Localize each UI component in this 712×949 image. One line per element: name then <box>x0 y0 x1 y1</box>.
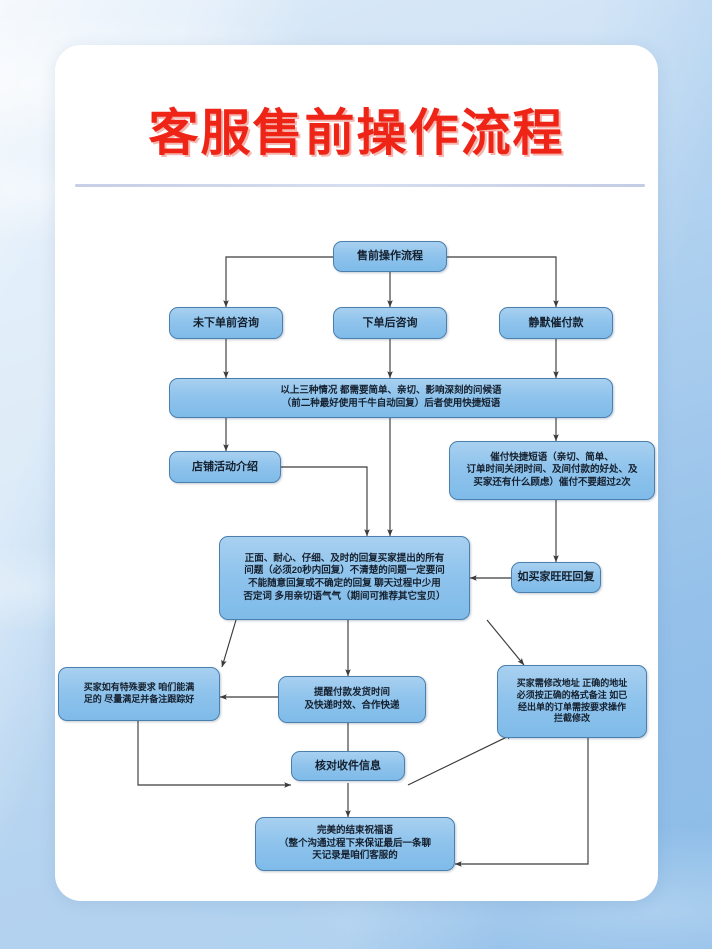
node-shop-activity-intro[interactable]: 店铺活动介绍 <box>169 451 281 483</box>
node-greeting-requirements[interactable]: 以上三种情况 都需要简单、亲切、影响深刻的问候语 （前二种最好使用千牛自动回复）… <box>169 378 613 418</box>
node-urge-payment-phrases[interactable]: 催付快捷短语（亲切、简单、 订单时间关闭时间、及间付款的好处、及 买家还有什么顾… <box>449 441 655 500</box>
node-verify-recipient-info[interactable]: 核对收件信息 <box>291 751 405 781</box>
page-title-text: 客服售前操作流程 <box>148 104 565 162</box>
page-title: 客服售前操作流程 <box>55 93 658 165</box>
node-wangwang-reply[interactable]: 如买家旺旺回复 <box>511 562 601 593</box>
node-pre-order-inquiry[interactable]: 未下单前咨询 <box>169 307 283 339</box>
node-address-modification[interactable]: 买家需修改地址 正确的地址 必须按正确的格式备注 如已 经出单的订单需按要求操作… <box>497 665 647 738</box>
node-reply-rules[interactable]: 正面、耐心、仔细、及时的回复买家提出的所有 问题（必须20秒内回复）不清楚的问题… <box>219 536 470 620</box>
node-post-order-inquiry[interactable]: 下单后咨询 <box>333 307 447 339</box>
node-closing-blessing[interactable]: 完美的结束祝福语 （整个沟通过程下来保证最后一条聊 天记录是咱们客服的 <box>255 817 455 871</box>
node-remind-payment-shipping[interactable]: 提醒付款发货时间 及快递时效、合作快递 <box>278 676 426 723</box>
node-special-request[interactable]: 买家如有特殊要求 咱们能满 足的 尽量满足并备注跟踪好 <box>58 667 220 721</box>
node-root[interactable]: 售前操作流程 <box>333 241 447 272</box>
node-silent-payment-urge[interactable]: 静默催付款 <box>499 307 613 339</box>
title-divider <box>75 184 645 187</box>
